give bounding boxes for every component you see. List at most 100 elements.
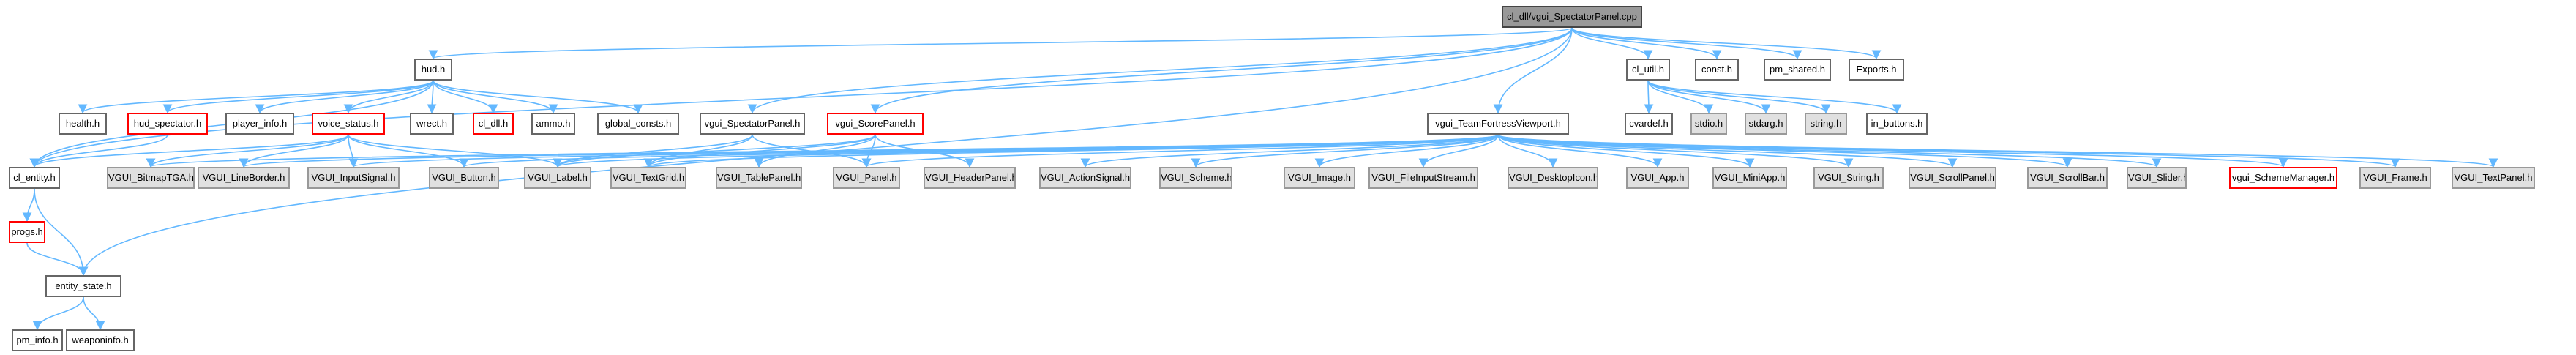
node-pm-info[interactable]: pm_info.h bbox=[12, 329, 63, 351]
node-hud[interactable]: hud.h bbox=[414, 59, 452, 81]
edge-voice-status-to-button bbox=[348, 134, 469, 168]
edge-voice-status-to-bitmaptga bbox=[146, 134, 349, 168]
node-ammo[interactable]: ammo.h bbox=[531, 113, 575, 135]
node-in-buttons[interactable]: in_buttons.h bbox=[1866, 113, 1928, 135]
node-vgui-spectatorpanel[interactable]: vgui_SpectatorPanel.h bbox=[700, 113, 805, 135]
edge-vgui-tfv-to-miniapp bbox=[1497, 134, 1755, 168]
edge-root-to-vgui-tfv bbox=[1493, 27, 1573, 114]
node-fileinputstream[interactable]: VGUI_FileInputStream.h bbox=[1368, 167, 1478, 189]
node-vgui-scorepanel[interactable]: vgui_ScorePanel.h bbox=[827, 113, 924, 135]
edge-cl-util-to-in-buttons bbox=[1647, 80, 1902, 114]
edge-hud-to-health bbox=[78, 80, 434, 114]
node-textpanel[interactable]: VGUI_TextPanel.h bbox=[2452, 167, 2535, 189]
edge-vgui-spectatorpanel-to-label bbox=[553, 134, 753, 168]
node-vstring[interactable]: VGUI_String.h bbox=[1813, 167, 1884, 189]
node-slider[interactable]: VGUI_Slider.h bbox=[2127, 167, 2187, 189]
node-app[interactable]: VGUI_App.h bbox=[1626, 167, 1689, 189]
edge-root-to-cl-entity bbox=[29, 27, 1573, 168]
node-root[interactable]: cl_dll/vgui_SpectatorPanel.cpp bbox=[1502, 6, 1642, 28]
node-entity-state[interactable]: entity_state.h bbox=[45, 275, 121, 297]
node-frame[interactable]: VGUI_Frame.h bbox=[2359, 167, 2431, 189]
node-progs[interactable]: progs.h bbox=[9, 221, 45, 243]
node-panel[interactable]: VGUI_Panel.h bbox=[833, 167, 900, 189]
edge-vgui-tfv-to-panel bbox=[862, 134, 1499, 168]
edge-root-to-cl-util bbox=[1571, 27, 1653, 60]
edge-vgui-tfv-to-textpanel bbox=[1497, 134, 2498, 168]
node-bitmaptga[interactable]: VGUI_BitmapTGA.h bbox=[107, 167, 195, 189]
edge-vgui-tfv-to-app bbox=[1497, 134, 1663, 168]
edge-voice-status-to-label bbox=[348, 134, 563, 168]
node-button[interactable]: VGUI_Button.h bbox=[429, 167, 499, 189]
edge-root-to-vgui-spectatorpanel bbox=[747, 27, 1573, 114]
node-string[interactable]: string.h bbox=[1805, 113, 1847, 135]
edge-vgui-tfv-to-vstring bbox=[1497, 134, 1854, 168]
edge-hud-to-ammo bbox=[433, 80, 558, 114]
edge-vgui-tfv-to-slider bbox=[1497, 134, 2161, 168]
edge-cl-util-to-stdarg bbox=[1647, 80, 1771, 114]
node-stdarg[interactable]: stdarg.h bbox=[1745, 113, 1787, 135]
node-scrollpanel[interactable]: VGUI_ScrollPanel.h bbox=[1909, 167, 1996, 189]
edge-cl-util-to-string bbox=[1647, 80, 1831, 114]
edge-root-to-vgui-scorepanel bbox=[870, 27, 1573, 114]
node-desktopicon[interactable]: VGUI_DesktopIcon.h bbox=[1508, 167, 1598, 189]
node-pm-shared[interactable]: pm_shared.h bbox=[1764, 59, 1831, 81]
node-image[interactable]: VGUI_Image.h bbox=[1284, 167, 1355, 189]
node-weaponinfo[interactable]: weaponinfo.h bbox=[66, 329, 135, 351]
node-inputsignal[interactable]: VGUI_InputSignal.h bbox=[307, 167, 400, 189]
node-lineborder[interactable]: VGUI_LineBorder.h bbox=[198, 167, 290, 189]
node-cl-dll[interactable]: cl_dll.h bbox=[473, 113, 514, 135]
node-hud-spectator[interactable]: hud_spectator.h bbox=[127, 113, 208, 135]
edge-cl-util-to-cvardef bbox=[1644, 80, 1654, 114]
edge-cl-util-to-stdio bbox=[1647, 80, 1714, 114]
edge-vgui-tfv-to-scheme bbox=[1191, 134, 1499, 168]
edge-hud-to-cl-dll bbox=[433, 80, 498, 114]
edge-progs-to-entity-state bbox=[26, 242, 89, 277]
edge-vgui-scorepanel-to-label bbox=[553, 134, 876, 168]
node-scrollbar[interactable]: VGUI_ScrollBar.h bbox=[2027, 167, 2108, 189]
edge-hud-to-wrect bbox=[427, 80, 437, 114]
edge-entity-state-to-pm-info bbox=[32, 296, 84, 331]
node-headerpanel[interactable]: VGUI_HeaderPanel.h bbox=[924, 167, 1016, 189]
edge-vgui-tfv-to-textgrid bbox=[644, 134, 1499, 168]
node-stdio[interactable]: stdio.h bbox=[1690, 113, 1727, 135]
node-cvardef[interactable]: cvardef.h bbox=[1625, 113, 1673, 135]
edge-vgui-tfv-to-fileinputstream bbox=[1418, 134, 1499, 168]
edge-root-to-pm-shared bbox=[1571, 27, 1802, 60]
node-schememanager[interactable]: vgui_SchemeManager.h bbox=[2229, 167, 2337, 189]
node-exports[interactable]: Exports.h bbox=[1849, 59, 1904, 81]
node-player-info[interactable]: player_info.h bbox=[225, 113, 294, 135]
edge-vgui-scorepanel-to-textgrid bbox=[643, 134, 876, 168]
edge-root-to-hud bbox=[429, 27, 1573, 60]
node-cl-util[interactable]: cl_util.h bbox=[1626, 59, 1670, 81]
edge-root-to-exports bbox=[1571, 27, 1882, 60]
edge-vgui-tfv-to-scrollpanel bbox=[1497, 134, 1958, 168]
node-const[interactable]: const.h bbox=[1695, 59, 1739, 81]
node-label[interactable]: VGUI_Label.h bbox=[524, 167, 591, 189]
edge-hud-to-player-info bbox=[255, 80, 434, 114]
node-tablepanel[interactable]: VGUI_TablePanel.h bbox=[716, 167, 802, 189]
node-miniapp[interactable]: VGUI_MiniApp.h bbox=[1712, 167, 1787, 189]
edge-entity-state-to-weaponinfo bbox=[83, 296, 105, 331]
node-actionsignal[interactable]: VGUI_ActionSignal.h bbox=[1039, 167, 1131, 189]
edge-hud-to-hud-spectator bbox=[162, 80, 434, 114]
edge-vgui-tfv-to-image bbox=[1314, 134, 1499, 168]
node-textgrid[interactable]: VGUI_TextGrid.h bbox=[610, 167, 686, 189]
node-cl-entity[interactable]: cl_entity.h bbox=[9, 167, 60, 189]
node-voice-status[interactable]: voice_status.h bbox=[312, 113, 385, 135]
edge-layer bbox=[22, 27, 2498, 331]
edge-root-to-const bbox=[1571, 27, 1722, 60]
edge-cl-entity-to-progs bbox=[22, 188, 35, 223]
edge-cl-entity-to-entity-state bbox=[34, 188, 89, 277]
edge-vgui-tfv-to-actionsignal bbox=[1080, 134, 1499, 168]
node-vgui-tfv[interactable]: vgui_TeamFortressViewport.h bbox=[1427, 113, 1569, 135]
edge-hud-spectator-to-cl-entity bbox=[29, 134, 168, 168]
node-global-consts[interactable]: global_consts.h bbox=[597, 113, 679, 135]
edge-voice-status-to-cl-entity bbox=[29, 134, 349, 168]
node-wrect[interactable]: wrect.h bbox=[410, 113, 454, 135]
edge-hud-to-global-consts bbox=[433, 80, 643, 114]
node-health[interactable]: health.h bbox=[59, 113, 107, 135]
edge-hud-to-voice-status bbox=[343, 80, 434, 114]
node-scheme[interactable]: VGUI_Scheme.h bbox=[1159, 167, 1232, 189]
edge-vgui-tfv-to-desktopicon bbox=[1497, 134, 1558, 168]
